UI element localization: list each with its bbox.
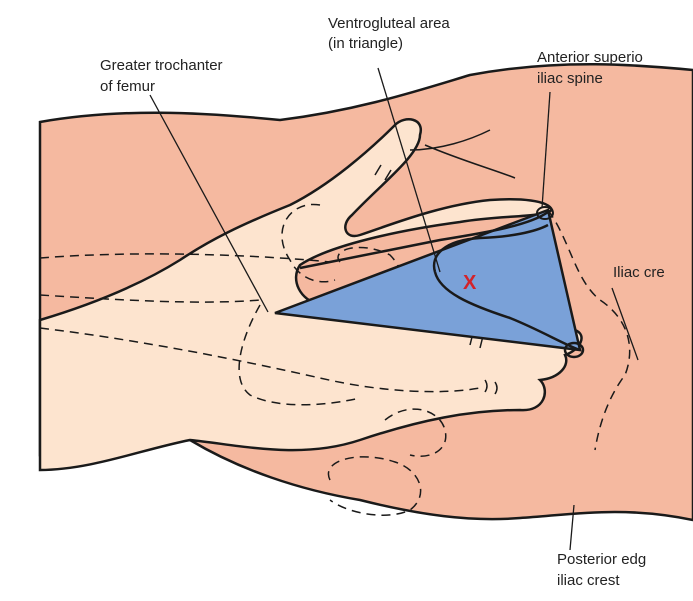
label-ventrogluteal-area: Ventrogluteal area [328, 14, 450, 33]
label-in-triangle: (in triangle) [328, 34, 403, 53]
injection-site-mark: X [463, 272, 476, 295]
label-iliac-crest: Iliac cre [613, 263, 665, 282]
label-posterior-iliac-crest: iliac crest [557, 571, 620, 590]
label-iliac-spine: iliac spine [537, 69, 603, 88]
label-anterior-superior: Anterior superio [537, 48, 643, 67]
label-greater-trochanter: Greater trochanter [100, 56, 223, 75]
label-posterior-edge: Posterior edg [557, 550, 646, 569]
label-of-femur: of femur [100, 77, 155, 96]
